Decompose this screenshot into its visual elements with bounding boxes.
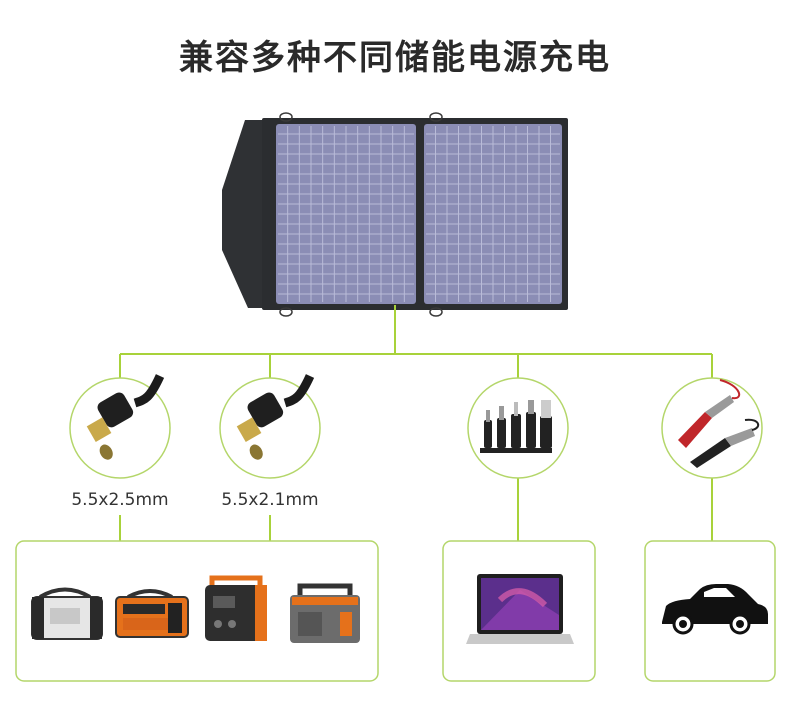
connection-lines [119, 305, 713, 541]
dc-barrel-plug-icon [236, 374, 315, 460]
solar-panel-icon [222, 112, 568, 317]
car-icon [662, 584, 768, 635]
usb-adapter-tips-icon [480, 400, 552, 453]
connector-label: 5.5x2.1mm [221, 490, 319, 510]
laptop-icon [466, 574, 574, 644]
connector-label: 5.5x2.5mm [71, 490, 169, 510]
power-station-icon [290, 583, 360, 643]
alligator-clamp-icon [678, 379, 760, 468]
device-box-power-stations [15, 540, 379, 682]
page-title: 兼容多种不同储能电源充电 [179, 38, 611, 78]
power-station-icon [205, 575, 267, 641]
connector-circle [661, 377, 763, 479]
power-station-icon [115, 589, 189, 638]
dc-barrel-plug-icon [86, 374, 165, 460]
power-station-icon [31, 587, 103, 640]
